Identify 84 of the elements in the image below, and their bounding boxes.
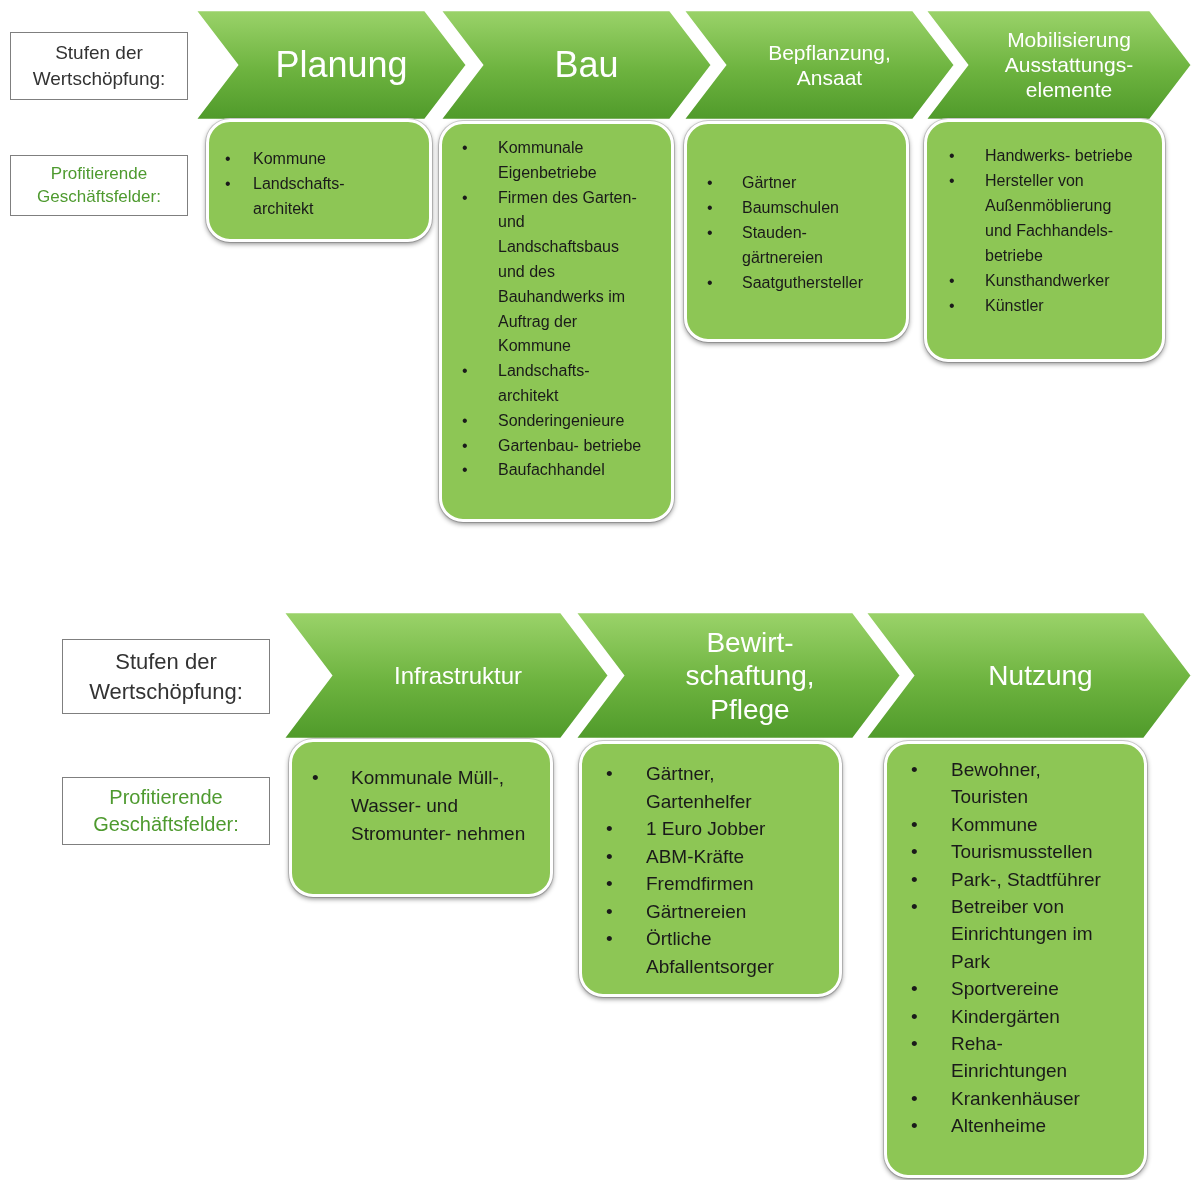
step-title: Bau	[553, 43, 620, 87]
list-panel	[579, 741, 842, 997]
bullet-mark: •	[911, 978, 918, 1000]
list-item: Reha- Einrichtungen	[951, 1032, 1069, 1084]
bullet-mark: •	[462, 436, 468, 454]
list-panel	[439, 121, 674, 522]
list-item: Firmen des Garten- und Landschaftsbaus und des Bauhandwerks im Auftrag der Kommune	[498, 187, 638, 357]
list-item: Kommunale Eigenbetriebe	[498, 138, 598, 183]
list-item: 1 Euro Jobber	[646, 817, 766, 841]
step-title: Planung	[274, 43, 409, 87]
list-item: Örtliche Abfallentsorger	[646, 927, 775, 979]
bullet-mark: •	[225, 175, 231, 192]
bullet-mark: •	[707, 224, 713, 241]
bullet-mark: •	[911, 1005, 918, 1027]
list-item: Gärtner, Gartenhelfer	[646, 762, 753, 814]
list-item: Krankenhäuser	[951, 1086, 1080, 1111]
bullet-mark: •	[911, 1033, 918, 1055]
list-panel	[924, 119, 1165, 362]
bullet-mark: •	[911, 1115, 918, 1137]
bullet-mark: •	[949, 272, 955, 289]
list-panel	[289, 739, 553, 897]
bullet-mark: •	[911, 896, 918, 918]
row-label: Stufen der Wertschöpfung:	[62, 639, 270, 714]
list-item: Park-, Stadtführer	[951, 867, 1101, 892]
bullet-mark: •	[225, 150, 231, 167]
bullet-mark: •	[707, 274, 713, 291]
list-item: Stauden- gärtnereien	[742, 223, 824, 268]
bullet-mark: •	[606, 763, 613, 784]
list-item: Fremdfirmen	[646, 872, 754, 896]
step-title: Infrastruktur	[392, 661, 523, 690]
bullet-mark: •	[462, 461, 468, 479]
list-panel	[206, 119, 432, 242]
list-item: Saatguthersteller	[742, 273, 863, 293]
list-item: Kommune	[951, 812, 1038, 837]
step-title: Bewirt- schaftung, Pflege	[684, 625, 816, 726]
list-item: Altenheime	[951, 1114, 1047, 1139]
bullet-mark: •	[911, 868, 918, 890]
bullet-mark: •	[462, 139, 468, 156]
bullet-mark: •	[462, 411, 468, 429]
step-title: Mobilisierung Ausstattungs- elemente	[1003, 27, 1135, 103]
bullet-mark: •	[949, 147, 955, 164]
list-item: Bewohner, Touristen	[951, 758, 1042, 810]
list-panel	[884, 741, 1147, 1178]
row-label: Stufen der Wertschöpfung:	[10, 32, 188, 100]
bullet-mark: •	[606, 928, 613, 949]
list-item: Gartenbau- betriebe	[498, 435, 642, 456]
list-item: Kindergärten	[951, 1004, 1060, 1029]
bullet-mark: •	[949, 297, 955, 314]
list-item: ABM-Kräfte	[646, 844, 745, 869]
bullet-mark: •	[707, 174, 713, 191]
bullet-mark: •	[462, 188, 468, 206]
bullet-mark: •	[606, 873, 613, 894]
list-item: Kommunale Müll-, Wasser- und Stromunter- nehmen	[351, 766, 527, 846]
list-item: Landschafts- architekt	[498, 361, 591, 406]
row-label: Profitierende Geschäftsfelder:	[62, 777, 270, 845]
bullet-mark: •	[462, 362, 468, 380]
bullet-mark: •	[911, 813, 918, 835]
bullet-mark: •	[312, 767, 319, 788]
list-item: Baumschulen	[742, 198, 839, 218]
list-item: Landschafts- architekt	[253, 174, 346, 219]
list-item: Gärtnereien	[646, 899, 747, 924]
list-item: Hersteller von Außenmöblierung und Fachhandels- betriebe	[985, 171, 1115, 266]
bullet-mark: •	[606, 845, 613, 867]
list-item: Baufachhandel	[498, 460, 605, 481]
bullet-mark: •	[911, 759, 918, 780]
step-title: Bepflanzung, Ansaat	[767, 39, 892, 91]
row-label: Profitierende Geschäftsfelder:	[10, 155, 188, 216]
list-item: Handwerks- betriebe	[985, 146, 1133, 166]
list-panel	[684, 121, 909, 342]
list-item: Sonderingenieure	[498, 410, 625, 431]
list-item: Tourismusstellen	[951, 840, 1093, 865]
bullet-mark: •	[606, 900, 613, 922]
list-item: Gärtner	[742, 173, 797, 193]
bullet-mark: •	[606, 818, 613, 839]
list-item: Kommune	[253, 149, 326, 169]
list-item: Sportvereine	[951, 977, 1059, 1002]
step-title: Nutzung	[987, 658, 1094, 693]
bullet-mark: •	[949, 172, 955, 189]
list-item: Künstler	[985, 296, 1044, 316]
list-item: Kunsthandwerker	[985, 271, 1110, 291]
bullet-mark: •	[707, 199, 713, 216]
list-item: Betreiber von Einrichtungen im Park	[951, 895, 1094, 974]
bullet-mark: •	[911, 1087, 918, 1109]
bullet-mark: •	[911, 841, 918, 863]
